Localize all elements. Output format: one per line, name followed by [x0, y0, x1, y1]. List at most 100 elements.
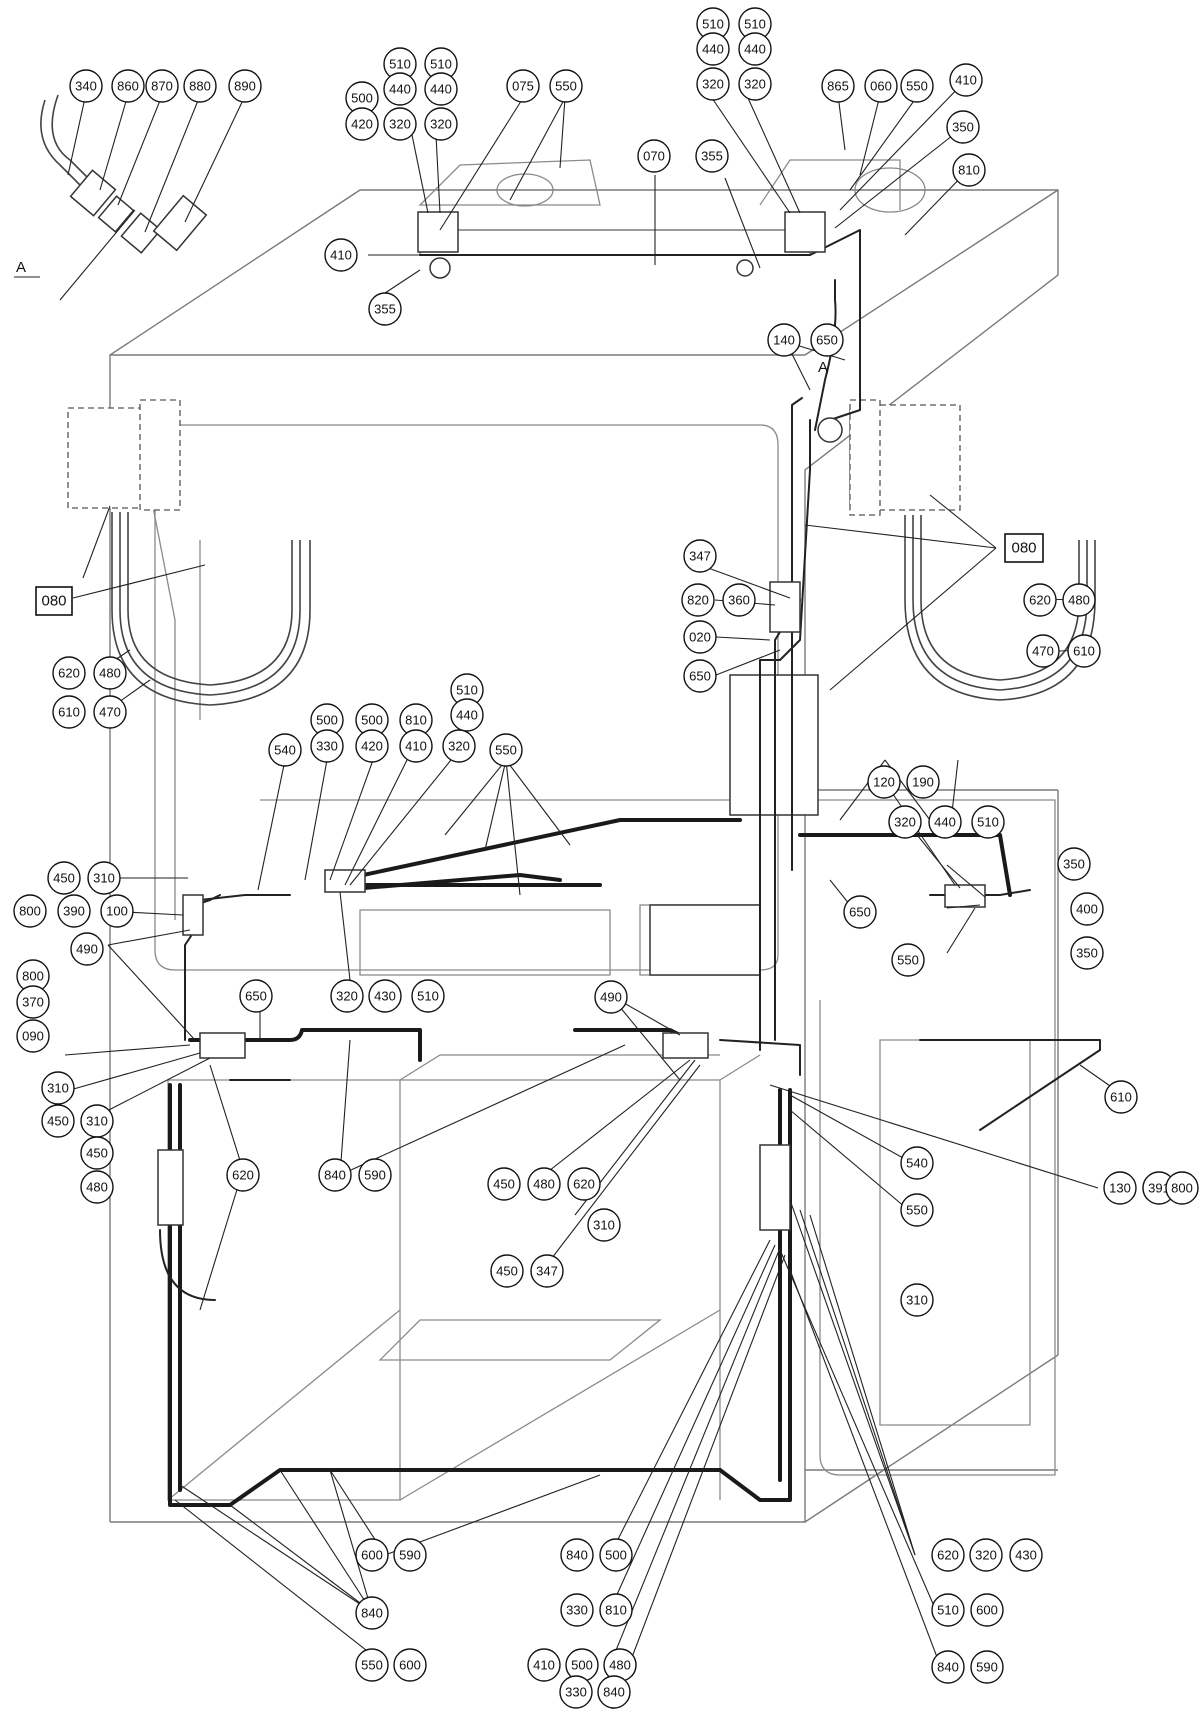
callout-text: 550: [906, 79, 928, 94]
cabinet-outline: [109, 189, 1059, 1523]
callout-text: 840: [603, 1685, 625, 1700]
callout-text: 550: [906, 1203, 928, 1218]
callout-text: 490: [76, 942, 98, 957]
callout-590: 590: [358, 1158, 392, 1192]
callout-480: 480: [80, 1170, 114, 1204]
callout-890: 890: [228, 69, 262, 103]
callout-text: 410: [955, 73, 977, 88]
callout-text: 510: [389, 57, 411, 72]
callout-text: 610: [1073, 644, 1095, 659]
callout-text: 330: [565, 1685, 587, 1700]
callout-text: 620: [573, 1177, 595, 1192]
callout-text: 800: [1171, 1181, 1193, 1196]
callout-610: 610: [1067, 634, 1101, 668]
callout-600: 600: [970, 1593, 1004, 1627]
callout-510: 510: [971, 805, 1005, 839]
callout-310: 310: [587, 1208, 621, 1242]
callout-text: 810: [958, 163, 980, 178]
callout-075: 075: [506, 69, 540, 103]
callout-text: 430: [374, 989, 396, 1004]
callout-text: 500: [361, 713, 383, 728]
callout-420: 420: [355, 729, 389, 763]
callout-500: 500: [599, 1538, 633, 1572]
callout-text: 840: [361, 1606, 383, 1621]
callout-text: 320: [975, 1548, 997, 1563]
callout-070: 070: [637, 139, 671, 173]
callout-440: 440: [696, 32, 730, 66]
callout-text: 480: [609, 1658, 631, 1673]
callout-text: 620: [1029, 593, 1051, 608]
callout-text: 800: [19, 904, 41, 919]
callout-320: 320: [738, 67, 772, 101]
callout-190: 190: [906, 765, 940, 799]
callout-text: 650: [849, 905, 871, 920]
callout-text: 350: [1063, 857, 1085, 872]
callout-text: 391: [1148, 1181, 1170, 1196]
callout-320: 320: [888, 805, 922, 839]
callout-text: 550: [361, 1658, 383, 1673]
callout-440: 440: [383, 72, 417, 106]
callout-330: 330: [559, 1675, 593, 1709]
callout-310: 310: [87, 861, 121, 895]
callout-text: 090: [22, 1029, 44, 1044]
callout-100: 100: [100, 894, 134, 928]
callout-550: 550: [900, 1193, 934, 1227]
callout-text: 355: [701, 149, 723, 164]
callout-450: 450: [490, 1254, 524, 1288]
callout-350: 350: [1070, 936, 1104, 970]
callout-800: 800: [16, 959, 50, 993]
callout-600: 600: [393, 1648, 427, 1682]
callout-text: 410: [405, 739, 427, 754]
callout-620: 620: [931, 1538, 965, 1572]
callout-510: 510: [738, 7, 772, 41]
callout-text: 480: [533, 1177, 555, 1192]
callout-550: 550: [355, 1648, 389, 1682]
callout-430: 430: [1009, 1538, 1043, 1572]
callout-840: 840: [597, 1675, 631, 1709]
callout-410: 410: [399, 729, 433, 763]
callout-text: 440: [934, 815, 956, 830]
callout-text: 450: [53, 871, 75, 886]
callout-text: 510: [937, 1603, 959, 1618]
callout-text: 540: [274, 743, 296, 758]
callout-text: 820: [687, 593, 709, 608]
callout-090: 090: [16, 1019, 50, 1053]
callout-text: 500: [605, 1548, 627, 1563]
callout-text: 840: [937, 1660, 959, 1675]
callout-text: 320: [744, 77, 766, 92]
callout-420: 420: [345, 107, 379, 141]
callout-450: 450: [41, 1104, 75, 1138]
callout-text: 450: [493, 1177, 515, 1192]
callout-text: 865: [827, 79, 849, 94]
callout-620: 620: [52, 656, 86, 690]
box-label-080-left: 080: [35, 586, 73, 616]
callout-text: 440: [430, 82, 452, 97]
callout-text: 600: [399, 1658, 421, 1673]
callout-text: 610: [1110, 1090, 1132, 1105]
callout-text: 390: [63, 904, 85, 919]
callout-820: 820: [681, 583, 715, 617]
callout-text: 860: [117, 79, 139, 94]
callout-text: 810: [405, 713, 427, 728]
callout-610: 610: [1104, 1080, 1138, 1114]
callout-430: 430: [368, 979, 402, 1013]
callout-text: 890: [234, 79, 256, 94]
callout-500: 500: [355, 703, 389, 737]
callout-text: 310: [593, 1218, 615, 1233]
callout-130: 130: [1103, 1171, 1137, 1205]
callout-480: 480: [1062, 583, 1096, 617]
callout-text: 500: [351, 91, 373, 106]
callout-text: 480: [99, 666, 121, 681]
callout-450: 450: [80, 1136, 114, 1170]
callout-text: 440: [456, 708, 478, 723]
u-hoses: [111, 512, 1096, 706]
callout-text: 510: [417, 989, 439, 1004]
callout-320: 320: [330, 979, 364, 1013]
callout-120: 120: [867, 765, 901, 799]
callout-320: 320: [696, 67, 730, 101]
callout-text: 650: [689, 669, 711, 684]
callout-text: 620: [232, 1168, 254, 1183]
svg-text:080: 080: [1011, 540, 1036, 557]
callout-320: 320: [424, 107, 458, 141]
